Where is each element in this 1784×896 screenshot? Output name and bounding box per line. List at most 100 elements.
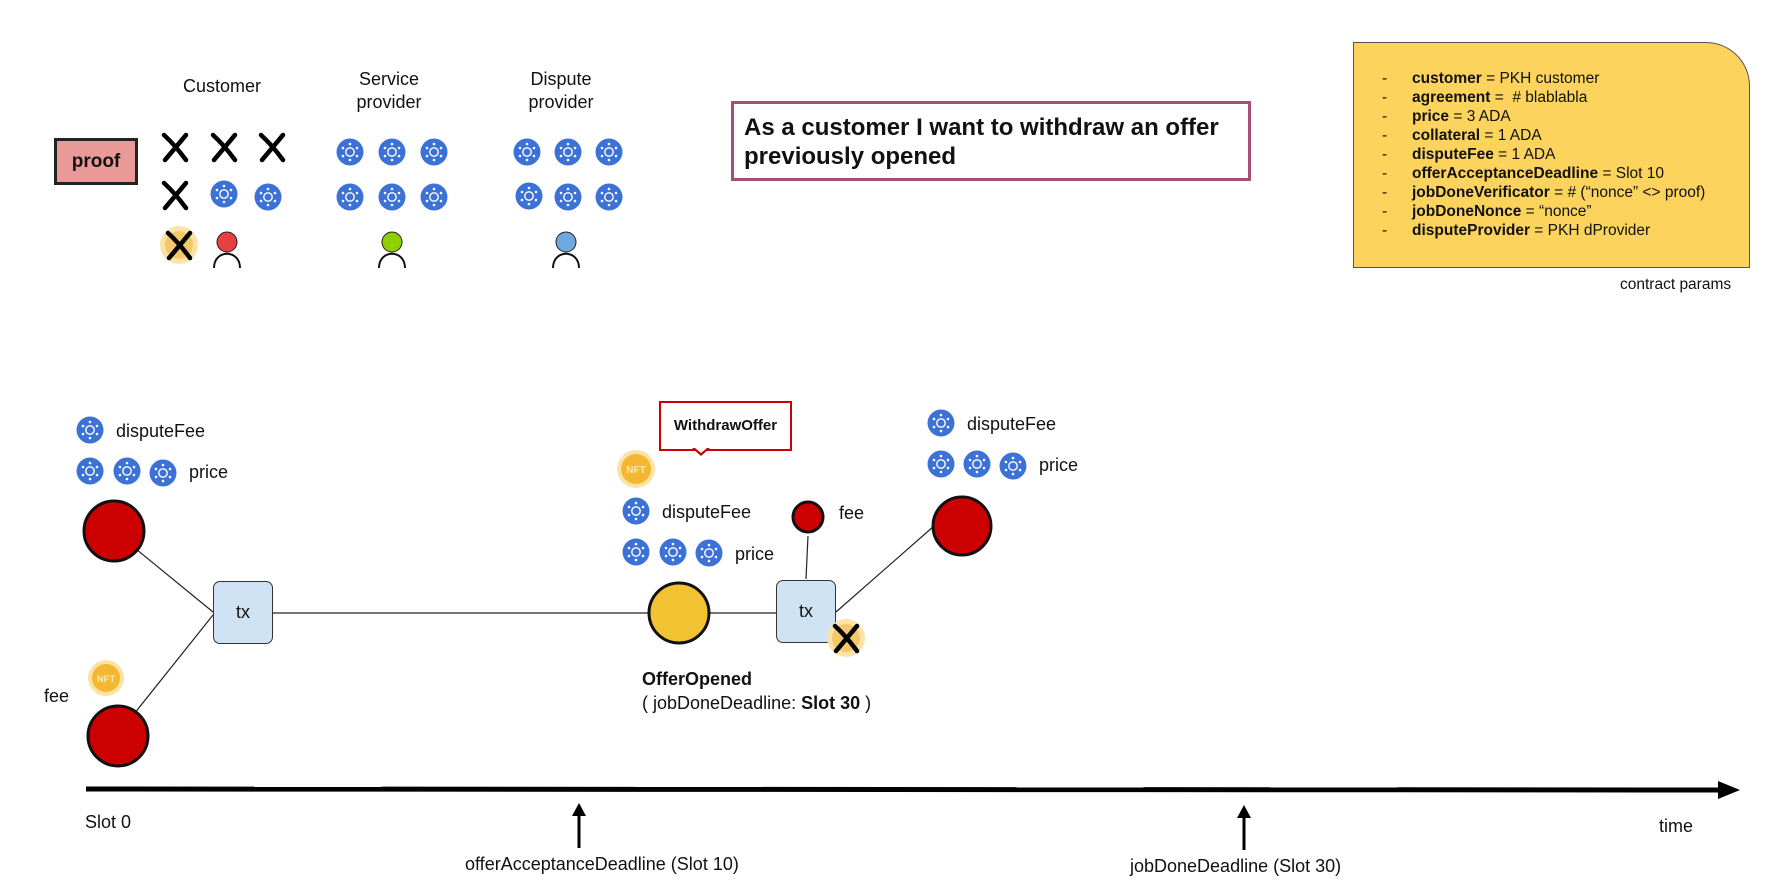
- output-utxo-dispute-fee-price: [931, 495, 993, 557]
- spent-ada-x-icon: [164, 135, 186, 160]
- ada-coin-icon: [377, 137, 407, 167]
- role-service-provider-label: Service provider: [356, 69, 422, 112]
- output-price-label: price: [1039, 455, 1079, 475]
- ada-coin-icon: [377, 182, 407, 212]
- contract-param-customer: customer = PKH customer: [1382, 69, 1749, 88]
- contract-param-value: = “nonce”: [1521, 203, 1592, 220]
- state-name-label: OfferOpened: [642, 669, 753, 689]
- timeline-axis-label: time: [1659, 816, 1694, 836]
- ada-coin-icon: [658, 537, 688, 567]
- contract-param-key: offerAcceptanceDeadline: [1412, 165, 1599, 182]
- ada-coin-icon: [694, 538, 724, 568]
- state-params-label: ( jobDoneDeadline: Slot 30 ): [642, 693, 871, 714]
- contract-params-list: customer = PKH customeragreement = # bla…: [1354, 43, 1749, 240]
- input-price-label: price: [189, 462, 229, 482]
- contract-param-offerAcceptanceDeadline: offerAcceptanceDeadline = Slot 10: [1382, 164, 1749, 183]
- nft-token-icon: NFT: [88, 660, 124, 696]
- user-story: As a customer I want to withdraw an offe…: [731, 101, 1251, 181]
- ada-coin-icon: [335, 182, 365, 212]
- input-utxo-fee: [86, 704, 150, 768]
- service-provider-avatar-icon: [378, 231, 406, 269]
- svg-text:NFT: NFT: [626, 465, 645, 476]
- ada-coin-icon: [148, 458, 178, 488]
- ada-coin-icon: [75, 456, 105, 486]
- contract-param-key: jobDoneNonce: [1412, 203, 1522, 220]
- contract-param-value: = PKH customer: [1481, 70, 1600, 87]
- contract-param-key: price: [1412, 108, 1450, 125]
- spent-ada-x-icon: [261, 135, 283, 160]
- ada-coin-icon: [962, 449, 992, 479]
- contract-param-value: = # blablabla: [1490, 89, 1588, 106]
- contract-param-disputeFee: disputeFee = 1 ADA: [1382, 145, 1749, 164]
- tx-fee-label: fee: [839, 503, 865, 523]
- role-dispute-provider-label: Dispute provider: [528, 69, 594, 112]
- contract-param-value: = 1 ADA: [1480, 127, 1542, 144]
- nft-token-icon: NFT: [617, 450, 655, 488]
- contract-param-key: disputeFee: [1412, 146, 1494, 163]
- ada-coin-icon: [75, 415, 105, 445]
- ada-coin-icon: [594, 182, 624, 212]
- deadline-arrow-offer-acceptance: [572, 803, 586, 848]
- ada-coin-icon: [998, 451, 1028, 481]
- spent-ada-x-icon: [164, 183, 186, 208]
- contract-param-collateral: collateral = 1 ADA: [1382, 126, 1749, 145]
- ada-coin-icon: [594, 137, 624, 167]
- service-provider-coins: [335, 137, 449, 212]
- input-dispute-fee-label: disputeFee: [116, 421, 206, 441]
- contract-param-agreement: agreement = # blablabla: [1382, 88, 1749, 107]
- ada-coin-icon: [514, 181, 544, 211]
- redeemer-callout-tail-inner: [695, 448, 707, 453]
- input-fee-label: fee: [44, 686, 70, 706]
- contract-params-caption: contract params: [1620, 276, 1732, 293]
- ada-coin-icon: [253, 182, 283, 212]
- ada-coin-icon: [553, 137, 583, 167]
- deadline-offer-acceptance-label: offerAcceptanceDeadline (Slot 10): [465, 854, 739, 874]
- contract-param-disputeProvider: disputeProvider = PKH dProvider: [1382, 221, 1749, 240]
- contract-param-key: collateral: [1412, 127, 1481, 144]
- svg-text:NFT: NFT: [97, 674, 116, 685]
- ada-coin-icon: [112, 456, 142, 486]
- contract-param-value: = Slot 10: [1598, 165, 1664, 182]
- contract-param-price: price = 3 ADA: [1382, 107, 1749, 126]
- state-param-suffix: ): [860, 693, 872, 713]
- dispute-provider-coins: [512, 137, 624, 212]
- output-dispute-fee-label: disputeFee: [967, 414, 1057, 434]
- deadline-arrow-job-done: [1237, 805, 1251, 850]
- tx-box-withdraw: tx: [776, 580, 836, 643]
- contract-param-value: = PKH dProvider: [1530, 222, 1651, 239]
- contract-param-key: customer: [1412, 70, 1482, 87]
- contract-params-box: customer = PKH customeragreement = # bla…: [1353, 42, 1750, 268]
- customer-coins: [164, 135, 283, 212]
- ada-coin-icon: [335, 137, 365, 167]
- contract-param-jobDoneVerificator: jobDoneVerificator = # (“nonce” <> proof…: [1382, 183, 1749, 202]
- proof-box: proof: [54, 138, 138, 185]
- contract-param-key: disputeProvider: [1412, 222, 1530, 239]
- contract-param-value: = 3 ADA: [1449, 108, 1511, 125]
- ada-coin-icon: [419, 182, 449, 212]
- nft-burned-icon: [827, 619, 865, 657]
- tx-box-open: tx: [213, 581, 273, 644]
- ada-coin-icon: [553, 182, 583, 212]
- script-dispute-fee-label: disputeFee: [662, 502, 752, 522]
- contract-param-value: = 1 ADA: [1493, 146, 1556, 163]
- customer-avatar-icon: [213, 231, 241, 269]
- script-utxo-offer-opened: [647, 581, 711, 645]
- dispute-provider-avatar-icon: [552, 231, 580, 269]
- contract-param-key: agreement: [1412, 89, 1491, 106]
- timeline-axis: [85, 781, 1740, 799]
- ada-coin-icon: [926, 408, 956, 438]
- input-utxo-tx-fee: [791, 500, 825, 534]
- spent-ada-x-icon: [213, 135, 235, 160]
- state-param-value: Slot 30: [801, 693, 861, 713]
- ada-coin-icon: [512, 137, 542, 167]
- contract-param-value: = # (“nonce” <> proof): [1549, 184, 1706, 201]
- ada-coin-icon: [209, 179, 239, 209]
- contract-param-jobDoneNonce: jobDoneNonce = “nonce”: [1382, 202, 1749, 221]
- ada-coin-icon: [621, 496, 651, 526]
- contract-param-key: jobDoneVerificator: [1412, 184, 1550, 201]
- deadline-job-done-label: jobDoneDeadline (Slot 30): [1130, 856, 1342, 876]
- nft-burned-icon: [160, 226, 198, 264]
- ada-coin-icon: [621, 537, 651, 567]
- script-price-label: price: [735, 544, 775, 564]
- timeline-start-label: Slot 0: [85, 812, 132, 832]
